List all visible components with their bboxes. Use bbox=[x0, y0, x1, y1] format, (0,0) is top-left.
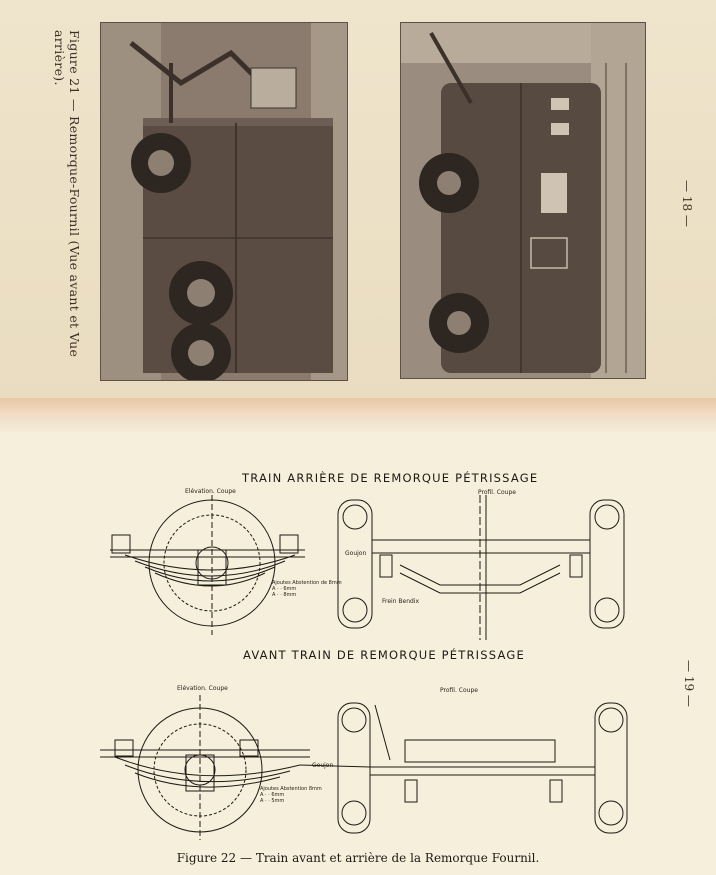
rear-elevation-label: Elévation. Coupe bbox=[185, 488, 236, 495]
rear-profile-label: Profil. Coupe bbox=[478, 489, 516, 496]
figure-22-caption: Figure 22 — Train avant et arrière de la… bbox=[176, 851, 540, 865]
rear-train-title: TRAIN ARRIÈRE DE REMORQUE PÉTRISSAGE bbox=[242, 471, 539, 485]
page-number-19: — 19 — bbox=[682, 660, 696, 707]
page-fold bbox=[0, 398, 716, 432]
front-notes: Ajoutes Abstention 8mm A · · 6mm A · · 5… bbox=[260, 786, 322, 804]
rear-axle-drawing bbox=[110, 495, 625, 640]
rear-frein-label: Frein Bendix bbox=[382, 598, 420, 605]
front-axle-drawing bbox=[100, 695, 628, 840]
photo-trailer-rear-view bbox=[400, 22, 646, 379]
top-page: Figure 21 — Remorque-Fournil (Vue avant … bbox=[0, 0, 716, 405]
photo-trailer-front-view bbox=[100, 22, 348, 381]
figure-21-caption: Figure 21 — Remorque-Fournil (Vue avant … bbox=[52, 30, 82, 358]
truck-trailer-photo-icon bbox=[401, 23, 645, 378]
front-elevation-label: Elévation. Coupe bbox=[177, 685, 228, 692]
truck-trailer-photo-icon bbox=[101, 23, 347, 380]
rear-goujon-label: Goujon bbox=[345, 550, 367, 557]
page-number-18: — 18 — bbox=[680, 180, 694, 227]
front-profile-label: Profil. Coupe bbox=[440, 687, 478, 694]
front-train-title: AVANT TRAIN DE REMORQUE PÉTRISSAGE bbox=[243, 648, 525, 662]
rear-notes: Ajoutes Abstention de 8mm A · · 6mm A · … bbox=[272, 580, 342, 598]
